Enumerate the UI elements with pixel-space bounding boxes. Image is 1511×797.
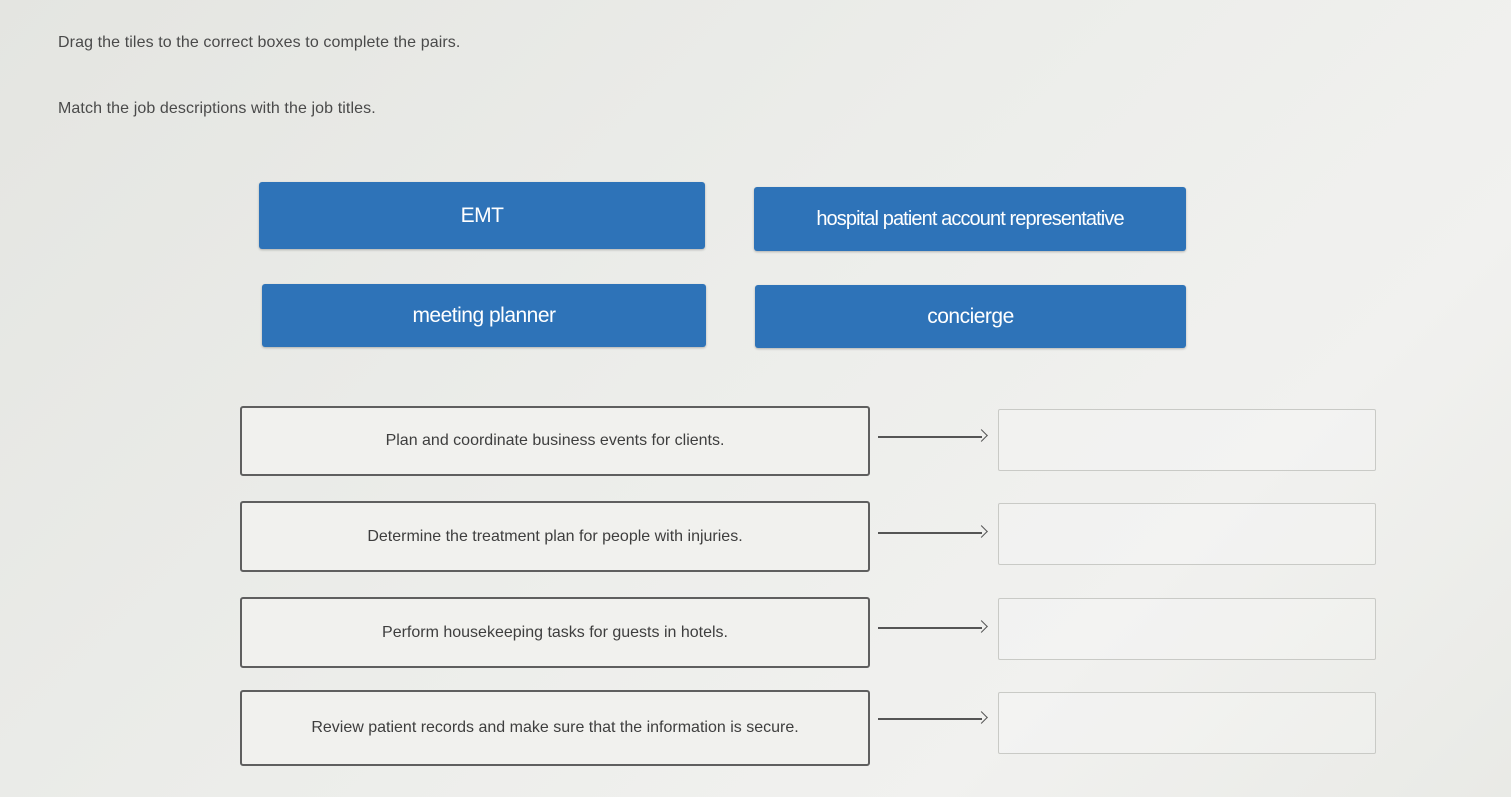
right-arrow-icon [878, 429, 988, 444]
description-box-housekeeping: Perform housekeeping tasks for guests in… [240, 597, 870, 668]
drop-target-1[interactable] [998, 409, 1376, 471]
right-arrow-icon [878, 620, 988, 635]
description-box-treatment: Determine the treatment plan for people … [240, 501, 870, 572]
drop-target-2[interactable] [998, 503, 1376, 565]
tile-concierge[interactable]: concierge [755, 285, 1186, 348]
tile-emt[interactable]: EMT [259, 182, 705, 249]
drop-target-4[interactable] [998, 692, 1376, 754]
right-arrow-icon [878, 525, 988, 540]
description-box-patient-records: Review patient records and make sure tha… [240, 690, 870, 766]
description-box-events: Plan and coordinate business events for … [240, 406, 870, 476]
match-instruction: Match the job descriptions with the job … [58, 100, 376, 117]
drop-target-3[interactable] [998, 598, 1376, 660]
tile-hospital-patient-account-representative[interactable]: hospital patient account representative [754, 187, 1186, 251]
tile-meeting-planner[interactable]: meeting planner [262, 284, 706, 347]
drag-instruction: Drag the tiles to the correct boxes to c… [58, 34, 461, 51]
right-arrow-icon [878, 711, 988, 726]
